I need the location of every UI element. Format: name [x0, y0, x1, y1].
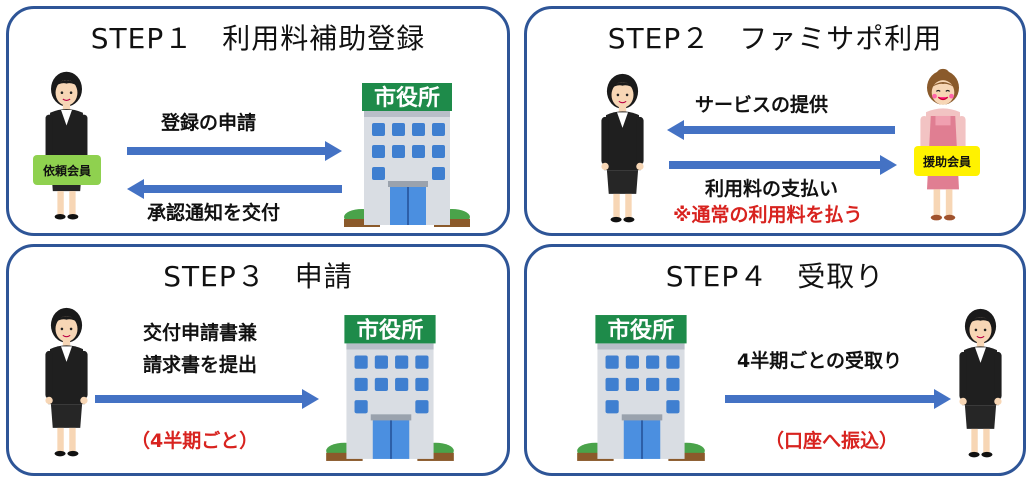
client-member-tag: 依頼会員: [33, 155, 101, 185]
city-hall-building-icon: 市役所: [575, 313, 707, 465]
city-hall-building-icon: 市役所: [324, 313, 456, 465]
building-sign: 市役所: [357, 316, 424, 343]
step1-title: STEP１ 利用料補助登録: [90, 22, 426, 55]
step2-note: ※通常の利用料を払う: [673, 204, 863, 226]
city-hall-building-icon: 市役所: [342, 81, 472, 231]
woman-in-suit-icon: [953, 303, 1008, 465]
arrow-left-icon: [667, 120, 895, 140]
building-sign: 市役所: [374, 85, 440, 111]
arrow-right-icon: [725, 389, 951, 409]
step3-arrow-label-1: 交付申請書兼: [142, 322, 257, 344]
step4-panel: STEP４ 受取り 市役所 4半期ごとの受取り （口座へ振込）: [524, 244, 1026, 476]
step1-arrow-label-2: 承認通知を交付: [147, 202, 281, 224]
step4-arrow-label-1: 4半期ごとの受取り: [737, 350, 903, 372]
arrow-right-icon: [127, 141, 342, 161]
arrow-right-icon: [95, 389, 319, 409]
step1-panel: STEP１ 利用料補助登録 依頼会員 登録の申請 承認通知を交付 市役所: [6, 6, 510, 236]
support-member-tag: 援助会員: [914, 146, 980, 176]
step2-arrow-label-1: サービスの提供: [695, 94, 829, 116]
step3-title: STEP３ 申請: [163, 260, 353, 293]
arrow-left-icon: [127, 179, 342, 199]
arrow-right-icon: [669, 155, 897, 175]
woman-in-suit-icon: [595, 69, 650, 229]
step3-panel: STEP３ 申請 交付申請書兼 請求書を提出 （4半期ごと） 市役所: [6, 244, 510, 476]
woman-in-suit-icon: [39, 303, 94, 463]
woman-in-suit-icon: [39, 69, 94, 224]
step2-title: STEP２ ファミサポ利用: [607, 22, 943, 55]
step1-arrow-label-1: 登録の申請: [161, 112, 257, 134]
building-sign: 市役所: [608, 316, 675, 343]
step3-arrow-label-2: 請求書を提出: [142, 354, 257, 376]
step3-note: （4半期ごと）: [131, 430, 259, 452]
step2-arrow-label-2: 利用料の支払い: [705, 178, 839, 200]
step2-panel: STEP２ ファミサポ利用 サービスの提供 利用料の支払い ※通常の利用料を払う…: [524, 6, 1026, 236]
step4-note: （口座へ振込）: [765, 430, 899, 452]
step4-title: STEP４ 受取り: [665, 260, 885, 293]
